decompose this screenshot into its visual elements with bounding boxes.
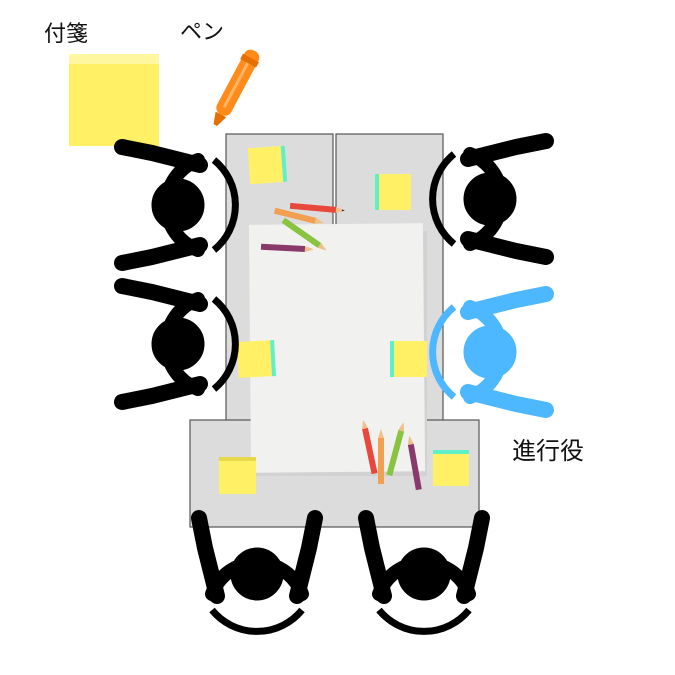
colored-pencil-icon [281,217,327,251]
person-icon [433,141,546,257]
sticky-note-legend-label: 付箋 [44,22,89,47]
colored-pencil-icon [362,419,378,475]
sticky-note-icon [237,340,276,378]
person-icon [366,518,482,631]
colored-pencil-icon [289,202,345,213]
sticky-note-icon [390,341,427,377]
sticky-note-icon [375,174,411,210]
facilitator-label: 進行役 [512,437,584,465]
colored-pencil-icon [386,422,405,477]
colored-pencil-icon [407,435,422,491]
person-icon [199,518,315,631]
sticky-note-icon [247,145,288,185]
pen-legend-label: ペン [180,20,225,45]
colored-pencil-icon [260,243,314,253]
facilitator-icon [433,294,546,410]
colored-pencil-icon [378,429,384,484]
person-icon [122,147,235,263]
colored-pencil-icon [273,207,325,224]
sticky-note-icon [219,457,256,494]
person-icon [122,286,235,402]
sticky-note-icon [433,450,469,486]
legend-pen-icon [213,49,260,127]
legend-sticky-note-icon [69,54,159,146]
